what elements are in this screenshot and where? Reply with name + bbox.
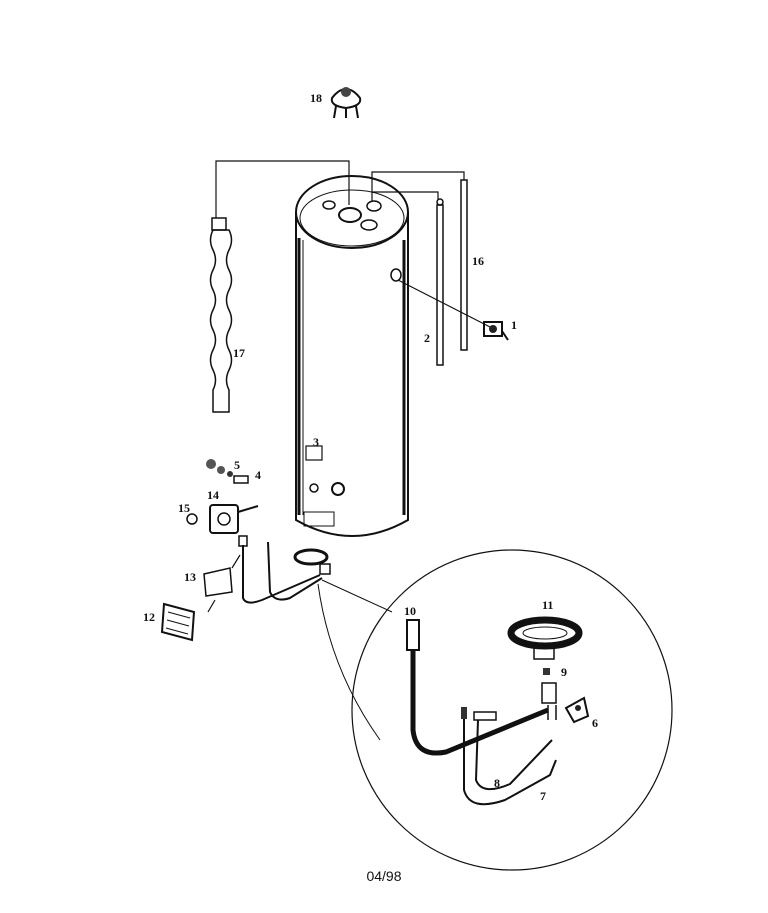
rod-part [460, 179, 468, 351]
label-4: 4 [255, 468, 261, 482]
label-6: 6 [592, 716, 598, 730]
label-3: 3 [313, 435, 319, 449]
manifold-tube-part [406, 619, 549, 756]
nut-part [186, 513, 198, 525]
detail-magnifier [317, 549, 673, 871]
thermocouple-part [461, 707, 557, 806]
label-10: 10 [404, 604, 416, 618]
label-1: 1 [511, 318, 517, 332]
relief-valve-part [483, 321, 509, 341]
bracket-part [564, 696, 590, 724]
label-9: 9 [561, 665, 567, 679]
label-2: 2 [424, 331, 430, 345]
burner-part [507, 616, 583, 660]
label-5: 5 [234, 458, 240, 472]
label-8: 8 [494, 776, 500, 790]
label-18: 18 [310, 91, 322, 105]
burner-assembly-small [207, 535, 331, 613]
water-heater-tank [295, 175, 409, 537]
label-12: 12 [143, 610, 155, 624]
label-16: 16 [472, 254, 484, 268]
anode-rod-part [209, 217, 233, 413]
inner-door-part [203, 567, 233, 597]
label-13: 13 [184, 570, 196, 584]
outer-door-part [160, 602, 196, 642]
fittings-parts [206, 459, 249, 484]
gas-control-valve-part [209, 504, 259, 534]
top-cap-part [330, 87, 362, 119]
label-7: 7 [540, 789, 546, 803]
revision-date: 04/98 [366, 868, 402, 884]
pilot-part [541, 668, 557, 720]
connector-lines [215, 160, 493, 329]
label-11: 11 [542, 598, 553, 612]
label-15: 15 [178, 501, 190, 515]
label-17: 17 [233, 346, 245, 360]
label-14: 14 [207, 488, 219, 502]
heat-trap-tube-part [436, 198, 444, 366]
